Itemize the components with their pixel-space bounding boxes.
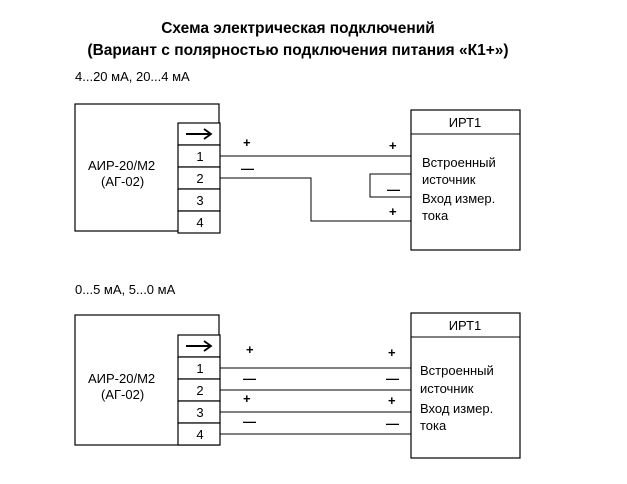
section-2: 0...5 мА, 5...0 мА АИР-20/М2 (АГ-02) 1 2… xyxy=(74,282,521,459)
wires-1 xyxy=(220,155,411,222)
sign-meter-src-plus-1: + xyxy=(389,138,397,153)
range-label-2: 0...5 мА, 5...0 мА xyxy=(75,282,176,297)
meter-box-2: ИРТ1 Встроенный источник Вход измер. ток… xyxy=(410,312,521,459)
sign-device-plus-1: + xyxy=(243,135,251,150)
sign-meter-src-plus-2: + xyxy=(388,345,396,360)
terminal-label-3b: 3 xyxy=(196,405,203,420)
diagram-title-line1: Схема электрическая подключений xyxy=(161,20,435,37)
terminal-block-1: 1 2 3 4 xyxy=(177,122,221,234)
sign-device-minus-2b: — xyxy=(243,414,256,429)
meter-line-2b: источник xyxy=(420,381,474,396)
device-name-2: АИР-20/М2 xyxy=(88,371,155,386)
meter-line-2d: тока xyxy=(420,418,447,433)
sign-device-minus-2a: — xyxy=(243,371,256,386)
arrow-right-icon xyxy=(186,340,213,352)
wires-2 xyxy=(220,367,411,435)
meter-line-2c: Вход измер. xyxy=(420,401,493,416)
terminal-label-4: 4 xyxy=(196,215,203,230)
sign-device-plus-2a: + xyxy=(246,342,254,357)
terminal-label-3: 3 xyxy=(196,193,203,208)
meter-header-1: ИРТ1 xyxy=(449,115,482,130)
device-model-1: (АГ-02) xyxy=(101,174,144,189)
sign-meter-input-plus-2: + xyxy=(388,393,396,408)
meter-line-1a: Встроенный xyxy=(422,155,496,170)
terminal-label-1b: 1 xyxy=(196,361,203,376)
terminal-label-2: 2 xyxy=(196,171,203,186)
terminal-label-1: 1 xyxy=(196,149,203,164)
diagram-title-line2: (Вариант с полярностью подключения питан… xyxy=(87,42,508,59)
range-label-1: 4...20 мА, 20...4 мА xyxy=(75,69,190,84)
terminal-block-2: 1 2 3 4 xyxy=(177,334,221,446)
sign-device-minus-1: — xyxy=(241,161,254,176)
arrow-right-icon xyxy=(186,128,213,140)
meter-box-1: ИРТ1 Встроенный источник Вход измер. ток… xyxy=(410,109,521,251)
device-name-1: АИР-20/М2 xyxy=(88,158,155,173)
meter-line-2a: Встроенный xyxy=(420,363,494,378)
meter-line-1c: Вход измер. xyxy=(422,191,495,206)
sign-meter-src-minus-1: — xyxy=(387,182,400,197)
terminal-4 xyxy=(177,210,221,234)
terminal-label-4b: 4 xyxy=(196,427,203,442)
device-model-2: (АГ-02) xyxy=(101,387,144,402)
meter-header-2: ИРТ1 xyxy=(449,318,482,333)
sign-meter-input-minus-2: — xyxy=(386,416,399,431)
meter-line-1b: источник xyxy=(422,172,476,187)
terminal-label-2b: 2 xyxy=(196,383,203,398)
sign-meter-input-plus-1: + xyxy=(389,204,397,219)
section-1: 4...20 мА, 20...4 мА АИР-20/М2 (АГ-02) 1… xyxy=(74,69,521,251)
meter-line-1d: тока xyxy=(422,208,449,223)
sign-meter-src-minus-2: — xyxy=(386,371,399,386)
sign-device-plus-2b: + xyxy=(243,391,251,406)
